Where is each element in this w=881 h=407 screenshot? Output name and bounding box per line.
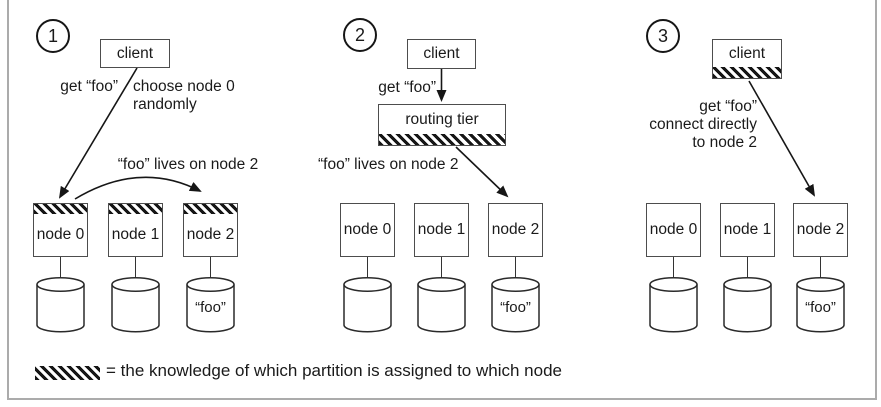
node-label: node 2 xyxy=(186,226,235,243)
database-cylinder xyxy=(343,277,392,333)
client-label-1: client xyxy=(116,44,154,62)
node-box: node 1 xyxy=(108,203,163,257)
client-box-3: client xyxy=(712,39,782,79)
node-db-connector xyxy=(59,257,62,277)
location-label-2: “foo” lives on node 2 xyxy=(318,156,459,173)
client-box-1: client xyxy=(100,39,170,68)
node-db-connector xyxy=(819,257,822,277)
routing-tier-box: routing tier xyxy=(378,104,506,146)
node-box: node 2 xyxy=(793,203,848,257)
node-box: node 0 xyxy=(33,203,88,257)
routing-tier-label: routing tier xyxy=(405,110,479,128)
node-label: node 0 xyxy=(649,221,698,238)
db-content-label: “foo” xyxy=(195,299,226,316)
node-unit-3-0: node 0 xyxy=(646,203,701,333)
node-unit-2-0: node 0 xyxy=(340,203,395,333)
partition-knowledge-hatch xyxy=(379,134,505,145)
node-db-connector xyxy=(209,257,212,277)
node-db-connector xyxy=(672,257,675,277)
database-cylinder xyxy=(36,277,85,333)
node-unit-2-1: node 1 xyxy=(414,203,469,333)
node-box: node 0 xyxy=(646,203,701,257)
node-box: node 1 xyxy=(414,203,469,257)
node-unit-3-2: node 2 “foo” xyxy=(793,203,848,333)
node-label: node 1 xyxy=(417,221,466,238)
legend-text: = the knowledge of which partition is as… xyxy=(106,361,562,380)
node-box: node 0 xyxy=(340,203,395,257)
client-label-2: client xyxy=(423,45,460,62)
step-badge-2: 2 xyxy=(343,18,377,52)
node-unit-3-1: node 1 xyxy=(720,203,775,333)
node-db-connector xyxy=(514,257,517,277)
request-label-1: get “foo” xyxy=(60,78,118,95)
note-label-1: choose node 0 randomly xyxy=(133,78,235,114)
db-content-label: “foo” xyxy=(500,299,531,316)
node-label: node 1 xyxy=(111,226,160,243)
partition-knowledge-hatch xyxy=(184,204,237,214)
db-content-label: “foo” xyxy=(805,299,836,316)
client-box-2: client xyxy=(407,39,476,69)
node-unit-1-2: node 2 “foo” xyxy=(183,203,238,333)
database-cylinder xyxy=(796,277,845,333)
database-cylinder xyxy=(186,277,235,333)
step-number-1: 1 xyxy=(47,25,58,46)
step-badge-1: 1 xyxy=(36,19,70,53)
node-label: node 0 xyxy=(36,226,85,243)
client-label-3: client xyxy=(728,44,766,62)
database-cylinder xyxy=(649,277,698,333)
note-line-2: randomly xyxy=(133,96,197,113)
note-line-1: choose node 0 xyxy=(133,78,235,95)
location-label-1: “foo” lives on node 2 xyxy=(117,156,259,173)
database-cylinder xyxy=(417,277,466,333)
partition-knowledge-hatch xyxy=(109,204,162,214)
note-line-2: to node 2 xyxy=(692,134,757,151)
node-box: node 1 xyxy=(720,203,775,257)
node-label: node 2 xyxy=(491,221,540,238)
node-db-connector xyxy=(440,257,443,277)
request-label-3: get “foo” xyxy=(699,98,757,115)
step-number-3: 3 xyxy=(657,25,668,46)
figure-border xyxy=(7,0,877,400)
step-badge-3: 3 xyxy=(646,19,680,53)
node-box: node 2 xyxy=(183,203,238,257)
legend-hatch-swatch xyxy=(35,366,100,380)
note-line-1: connect directly xyxy=(649,116,757,133)
note-label-3: get “foo” connect directly to node 2 xyxy=(640,98,757,152)
node-db-connector xyxy=(134,257,137,277)
partition-knowledge-hatch xyxy=(34,204,87,214)
node-unit-1-0: node 0 xyxy=(33,203,88,333)
database-cylinder xyxy=(491,277,540,333)
step-number-2: 2 xyxy=(354,24,365,45)
node-label: node 2 xyxy=(796,221,845,238)
node-unit-2-2: node 2 “foo” xyxy=(488,203,543,333)
node-unit-1-1: node 1 xyxy=(108,203,163,333)
partition-knowledge-hatch xyxy=(713,67,781,78)
node-label: node 1 xyxy=(723,221,772,238)
node-db-connector xyxy=(746,257,749,277)
request-label-2: get “foo” xyxy=(378,79,436,96)
node-box: node 2 xyxy=(488,203,543,257)
node-label: node 0 xyxy=(343,221,392,238)
database-cylinder xyxy=(723,277,772,333)
node-db-connector xyxy=(366,257,369,277)
database-cylinder xyxy=(111,277,160,333)
